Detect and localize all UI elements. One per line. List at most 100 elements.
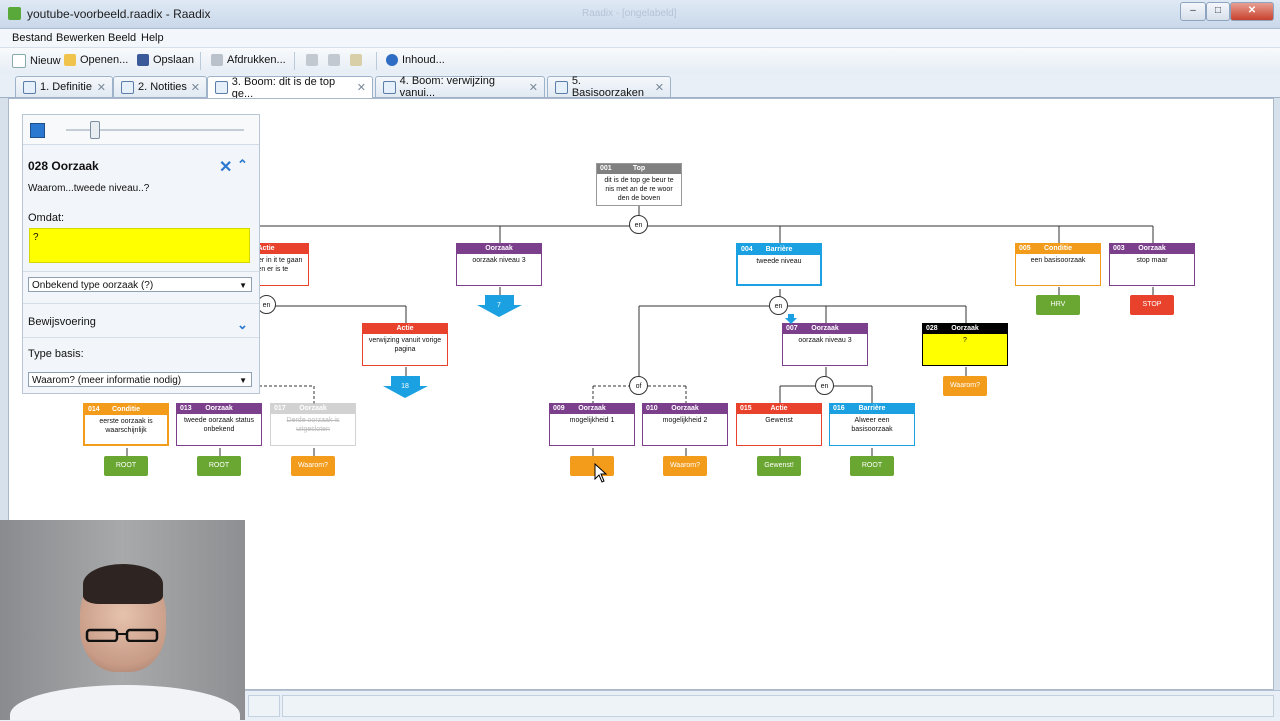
new-label: Nieuw [30,55,61,67]
leaf-waarom[interactable]: Waarom? [291,456,335,476]
paste-button[interactable] [350,54,366,66]
leaf-hrv[interactable]: HRV [1036,295,1080,315]
tab-basisoorzaken[interactable]: 5. Basisoorzaken ✕ [547,75,671,99]
open-button[interactable]: Openen... [64,54,128,66]
node-kind: Actie [257,245,275,252]
tab-label: 3. Boom: dit is de top ge... [231,75,336,100]
open-folder-icon [64,54,76,66]
chevron-up-icon[interactable]: ⌃ [237,157,248,172]
gate-or[interactable]: of [629,376,648,395]
toolbar: Nieuw Openen... Opslaan Afdrukken... Inh… [0,48,1280,74]
leaf-waarom[interactable]: Waarom? [943,376,987,396]
scissors-icon [306,54,318,66]
tab-label: 5. Basisoorzaken [571,75,644,99]
status-pane [248,695,280,717]
leaf-root[interactable]: ROOT [197,456,241,476]
save-button[interactable]: Opslaan [137,54,194,66]
tab-close-icon[interactable]: ✕ [190,81,200,94]
new-button[interactable]: Nieuw [12,54,61,68]
tab-boom-verwijzing[interactable]: 4. Boom: verwijzing vanui...✕ [375,75,545,99]
app-icon [8,7,21,20]
omdat-label: Omdat: [28,212,65,224]
node-kind: Oorzaak [1138,245,1166,252]
toolbar-separator [200,52,201,70]
maximize-button[interactable]: □ [1206,2,1230,21]
menu-bewerken[interactable]: Bewerken [56,32,105,44]
small-down-arrow-icon [785,314,797,324]
tab-definitie[interactable]: 1. Definitie ✕ [15,76,113,97]
zoom-slider-thumb[interactable] [90,121,100,139]
node-number: 001 [600,165,612,172]
zoom-slider-track[interactable] [66,129,244,131]
gate-and[interactable]: en [815,376,834,395]
node-kind: Oorzaak [671,405,699,412]
tab-bar: 1. Definitie✕ 2. Notities✕ 3. Boom: dit … [0,74,1280,100]
menu-bestand[interactable]: Bestand [12,32,53,44]
leaf-root[interactable]: ROOT [850,456,894,476]
leaf-root[interactable]: ROOT [104,456,148,476]
node-text: stop maar [1136,257,1168,264]
leaf-gewenst[interactable]: Gewenst! [757,456,801,476]
tab-notities[interactable]: 2. Notities✕ [113,76,207,97]
reference-arrow-icon[interactable]: 7 [477,295,522,317]
node-number: 017 [274,405,286,412]
minimize-button[interactable]: – [1180,2,1206,21]
tab-close-icon[interactable]: ✕ [356,82,366,94]
node-number: 004 [741,246,753,253]
help-contents-button[interactable]: Inhoud... [386,54,445,66]
leaf-waarom[interactable]: Waarom? [663,456,707,476]
title-bar: youtube-voorbeeld.raadix - Raadix Raadix… [0,0,1280,29]
help-icon [386,54,398,66]
cut-button[interactable] [306,54,322,66]
tab-label: 1. Definitie [40,81,92,93]
print-button[interactable]: Afdrukken... [211,54,286,66]
fit-view-icon[interactable] [30,123,45,138]
tab-close-icon[interactable]: ✕ [528,81,538,94]
bewijsvoering-label[interactable]: Bewijsvoering [28,316,96,328]
chevron-down-icon[interactable]: ⌄ [237,317,248,332]
copy-button[interactable] [328,54,344,66]
copy-icon [328,54,340,66]
node-text: oorzaak niveau 3 [472,257,526,264]
node-kind: Conditie [1044,245,1072,252]
close-window-button[interactable]: ✕ [1230,2,1274,21]
toolbar-separator [294,52,295,70]
node-actie-verwijzing[interactable]: Actie verwijzing vanuit vorige pagina [362,323,448,366]
node-text: dit is de top ge beur te nis met an de r… [604,177,674,202]
save-disk-icon [137,54,149,66]
cause-type-value: Onbekend type oorzaak (?) [32,280,154,291]
node-oorzaak-niveau3-a[interactable]: Oorzaak oorzaak niveau 3 [456,243,542,286]
menu-beeld[interactable]: Beeld [108,32,137,44]
type-basis-select[interactable]: Waarom? (meer informatie nodig)▼ [28,372,252,387]
node-number: 016 [833,405,845,412]
gate-and[interactable]: en [629,215,648,234]
close-icon[interactable]: ✕ [219,159,233,176]
cause-type-select[interactable]: Onbekend type oorzaak (?)▼ [28,277,252,292]
node-text: oorzaak niveau 3 [798,337,852,344]
tab-close-icon[interactable]: ✕ [654,81,664,94]
tree-icon [215,81,228,94]
tab-close-icon[interactable]: ✕ [96,81,106,94]
list-icon [555,80,568,94]
type-basis-label: Type basis: [28,348,84,360]
leaf-stop[interactable]: STOP [1130,295,1174,315]
reference-arrow-icon[interactable]: 18 [383,376,428,398]
menu-help[interactable]: Help [141,32,164,44]
gate-and[interactable]: en [769,296,788,315]
tab-label: 2. Notities [138,81,187,93]
tab-boom-top[interactable]: 3. Boom: dit is de top ge... ✕ [207,75,373,100]
omdat-answer-field[interactable]: ? [29,228,250,263]
